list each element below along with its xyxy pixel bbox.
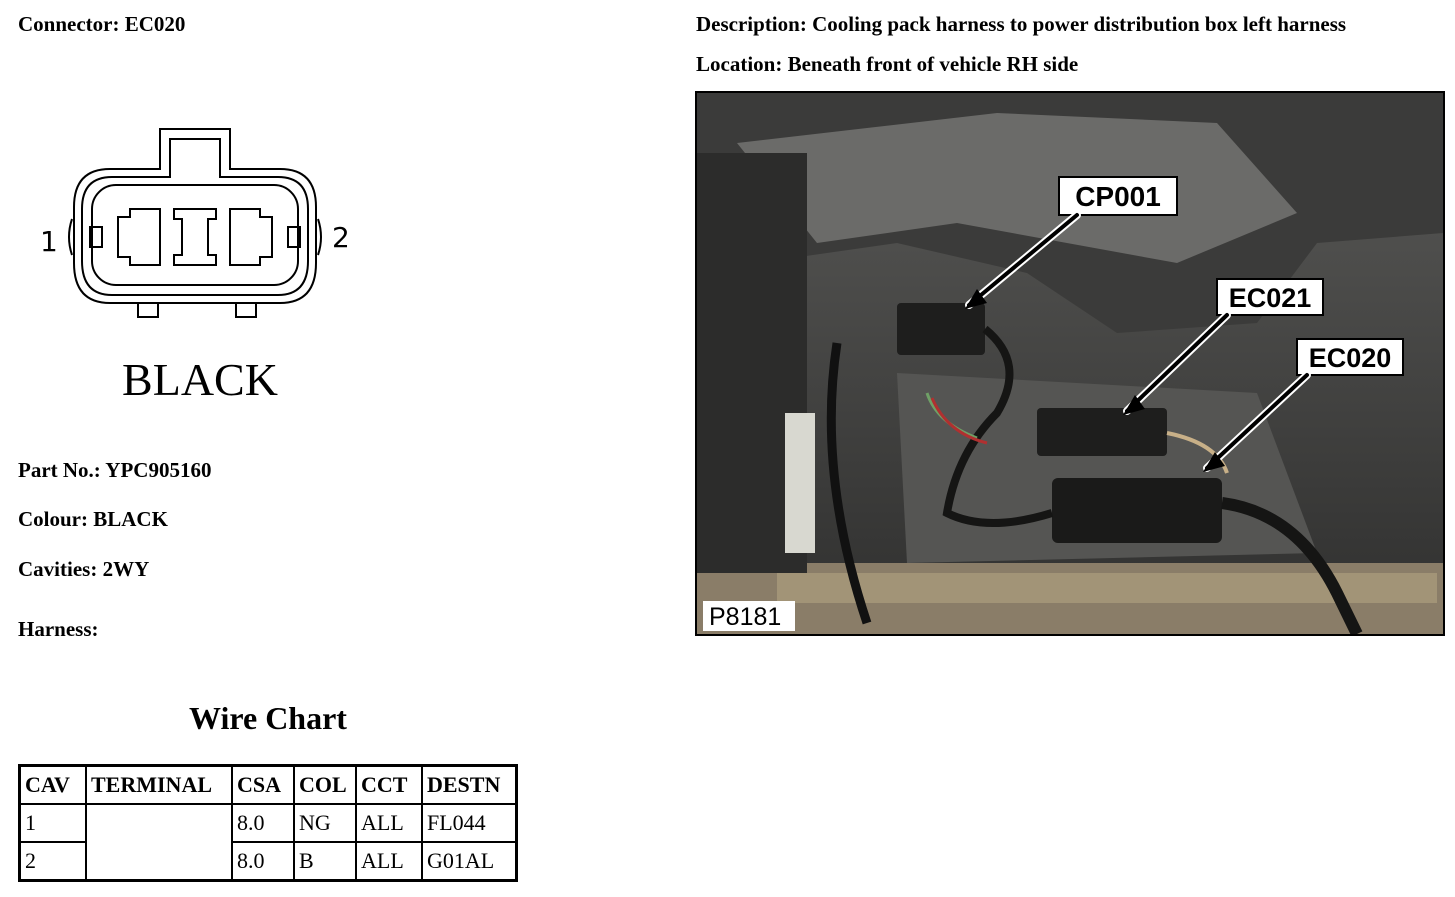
cell-destn: FL044 bbox=[421, 803, 518, 843]
part-no-label: Part No.: bbox=[18, 458, 101, 482]
cell-csa: 8.0 bbox=[231, 803, 295, 843]
location-photo: CP001 EC021 EC020 P8181 bbox=[695, 91, 1445, 636]
connector-label: Connector: bbox=[18, 12, 120, 36]
header-terminal: TERMINAL bbox=[85, 764, 233, 805]
pin-1-label: 1 bbox=[40, 225, 58, 258]
photo-illustration: CP001 EC021 EC020 P8181 bbox=[697, 93, 1443, 634]
location-line: Location: Beneath front of vehicle RH si… bbox=[696, 52, 1078, 77]
connector-colour-text: BLACK bbox=[122, 354, 278, 405]
wire-chart-table: CAV TERMINAL CSA COL CCT DESTN 1 8.0 NG … bbox=[18, 764, 518, 882]
connector-diagram: 1 2 BLACK bbox=[40, 128, 350, 405]
table-row: 2 8.0 B ALL G01AL bbox=[18, 841, 518, 882]
cavities-line: Cavities: 2WY bbox=[18, 557, 149, 582]
location-value: Beneath front of vehicle RH side bbox=[787, 52, 1079, 76]
photo-ref-label: P8181 bbox=[709, 603, 781, 631]
harness-line: Harness: bbox=[18, 617, 99, 642]
connector-value: EC020 bbox=[124, 12, 186, 36]
table-row: 1 8.0 NG ALL FL044 bbox=[18, 803, 518, 882]
callout-ec021: EC021 bbox=[1229, 283, 1312, 313]
cavities-value: 2WY bbox=[102, 557, 150, 581]
cell-cct: ALL bbox=[355, 841, 423, 882]
colour-line: Colour: BLACK bbox=[18, 507, 168, 532]
wire-chart-header-row: CAV TERMINAL CSA COL CCT DESTN bbox=[18, 764, 518, 805]
colour-label: Colour: bbox=[18, 507, 88, 531]
cell-cav: 1 bbox=[18, 803, 87, 843]
description-line: Description: Cooling pack harness to pow… bbox=[696, 12, 1346, 37]
cell-col: B bbox=[293, 841, 357, 882]
cell-csa: 8.0 bbox=[231, 841, 295, 882]
description-label: Description: bbox=[696, 12, 807, 36]
header-cct: CCT bbox=[355, 764, 423, 805]
cell-destn: G01AL bbox=[421, 841, 518, 882]
header-destn: DESTN bbox=[421, 764, 518, 805]
header-col: COL bbox=[293, 764, 357, 805]
cell-cct: ALL bbox=[355, 803, 423, 843]
connector-line: Connector: EC020 bbox=[18, 12, 185, 37]
wire-chart-title: Wire Chart bbox=[189, 700, 347, 736]
cell-terminal bbox=[85, 803, 233, 882]
callout-cp001: CP001 bbox=[1075, 181, 1161, 212]
header-csa: CSA bbox=[231, 764, 295, 805]
cell-col: NG bbox=[293, 803, 357, 843]
harness-label: Harness: bbox=[18, 617, 99, 641]
description-value: Cooling pack harness to power distributi… bbox=[812, 12, 1347, 36]
cell-cav: 2 bbox=[18, 841, 87, 882]
cavities-label: Cavities: bbox=[18, 557, 98, 581]
pin-2-label: 2 bbox=[332, 221, 350, 254]
callout-ec020: EC020 bbox=[1309, 343, 1392, 373]
part-no-line: Part No.: YPC905160 bbox=[18, 458, 211, 483]
location-label: Location: bbox=[696, 52, 783, 76]
header-cav: CAV bbox=[18, 764, 87, 805]
colour-value: BLACK bbox=[93, 507, 168, 531]
part-no-value: YPC905160 bbox=[105, 458, 212, 482]
